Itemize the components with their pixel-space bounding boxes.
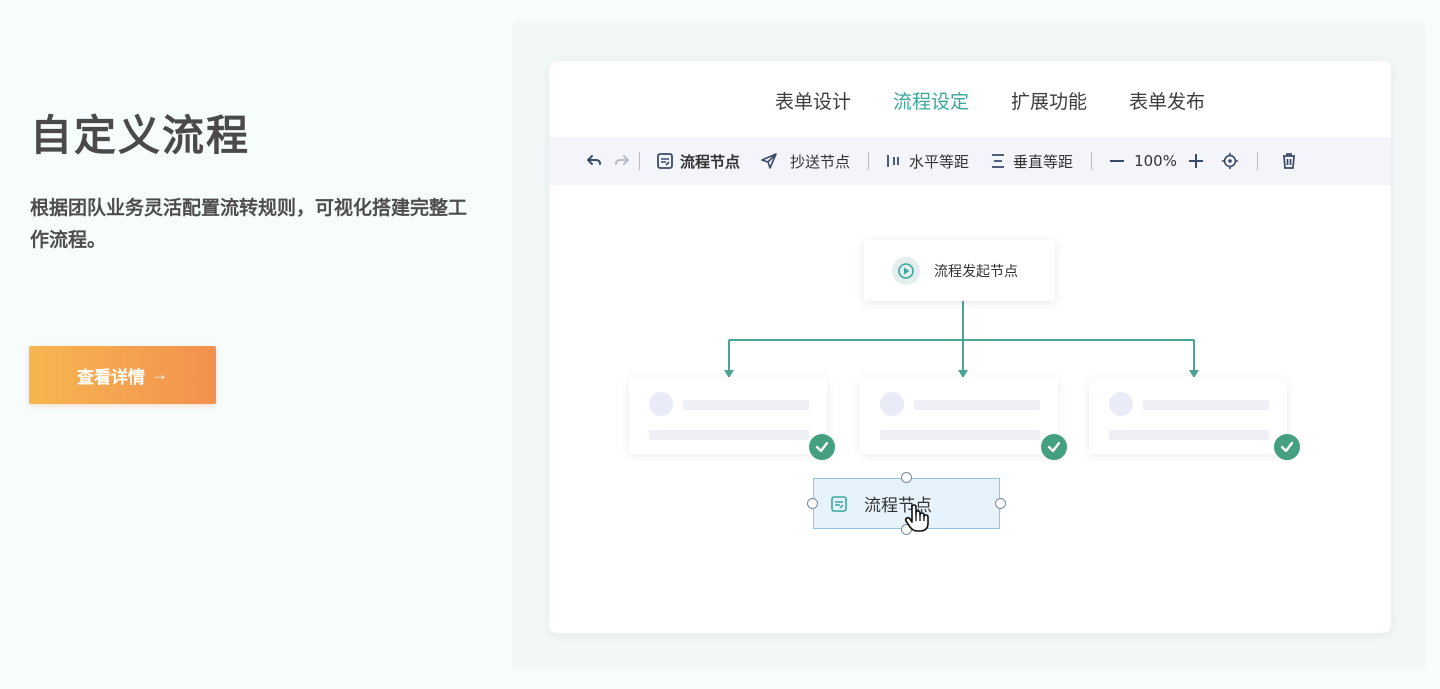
hand-cursor-icon — [904, 503, 930, 538]
toolbar-divider — [639, 152, 640, 170]
send-icon — [760, 152, 778, 170]
text-placeholder — [649, 430, 809, 440]
view-details-label: 查看详情 — [77, 367, 145, 387]
start-node-label: 流程发起节点 — [934, 263, 1018, 280]
check-icon — [1039, 432, 1069, 462]
branch-node[interactable] — [1089, 377, 1287, 454]
locate-icon[interactable] — [1221, 152, 1239, 170]
horizontal-spacing-button[interactable]: 水平等距 — [885, 151, 969, 172]
add-flow-node-button[interactable]: 流程节点 — [656, 151, 740, 172]
arrow-right-icon: → — [151, 365, 168, 384]
form-icon — [656, 152, 674, 170]
flow-editor-card: 表单设计 流程设定 扩展功能 表单发布 流程节点 抄送节点 — [549, 61, 1391, 633]
text-placeholder — [914, 400, 1040, 410]
toolbar-divider — [868, 152, 870, 170]
undo-icon[interactable] — [585, 152, 603, 170]
text-placeholder — [1109, 430, 1269, 440]
hero-section: 自定义流程 根据团队业务灵活配置流转规则，可视化搭建完整工作流程。 — [30, 108, 480, 256]
page-title: 自定义流程 — [30, 111, 251, 160]
start-node[interactable]: 流程发起节点 — [864, 240, 1055, 301]
branch-node[interactable] — [629, 377, 827, 454]
branch-node[interactable] — [860, 377, 1058, 454]
tab-flow-settings[interactable]: 流程设定 — [892, 91, 969, 113]
flow-node-label: 流程节点 — [680, 152, 741, 171]
connect-handle-top[interactable] — [901, 472, 912, 483]
avatar-placeholder — [649, 392, 673, 416]
tab-form-design[interactable]: 表单设计 — [774, 91, 851, 113]
editor-tabs: 表单设计 流程设定 扩展功能 表单发布 — [549, 87, 1391, 114]
play-icon — [892, 256, 920, 285]
avatar-placeholder — [880, 392, 904, 416]
view-details-button[interactable]: 查看详情 → — [29, 346, 216, 404]
tab-extensions[interactable]: 扩展功能 — [1011, 91, 1088, 113]
v-space-label: 垂直等距 — [1013, 152, 1074, 171]
check-icon — [1272, 432, 1302, 462]
zoom-level: 100% — [1134, 152, 1177, 170]
zoom-in-icon[interactable] — [1187, 152, 1205, 170]
text-placeholder — [1143, 400, 1269, 410]
form-icon — [830, 495, 848, 513]
toolbar-divider — [1091, 152, 1093, 170]
connect-handle-right[interactable] — [995, 498, 1006, 509]
text-placeholder — [683, 400, 809, 410]
hero-description: 根据团队业务灵活配置流转规则，可视化搭建完整工作流程。 — [30, 197, 468, 251]
dragging-flow-node[interactable]: 流程节点 — [807, 472, 1006, 535]
avatar-placeholder — [1109, 392, 1133, 416]
flow-canvas[interactable]: 流程发起节点 流程节点 — [549, 185, 1391, 633]
redo-icon[interactable] — [613, 152, 631, 170]
vertical-spacing-button[interactable]: 垂直等距 — [989, 151, 1073, 172]
check-icon — [807, 432, 837, 462]
flow-connectors — [724, 301, 1199, 378]
zoom-out-icon[interactable] — [1108, 152, 1126, 170]
h-space-icon — [885, 152, 903, 170]
trash-icon[interactable] — [1280, 152, 1298, 170]
text-placeholder — [880, 430, 1040, 440]
h-space-label: 水平等距 — [909, 152, 970, 171]
editor-toolbar: 流程节点 抄送节点 水平等距 垂直等距 100% — [549, 137, 1391, 185]
add-cc-node-button[interactable]: 抄送节点 — [760, 151, 850, 172]
toolbar-divider — [1256, 152, 1258, 170]
cc-node-label: 抄送节点 — [790, 152, 851, 171]
v-space-icon — [989, 152, 1007, 170]
connect-handle-left[interactable] — [807, 498, 818, 509]
tab-form-publish[interactable]: 表单发布 — [1129, 91, 1206, 113]
